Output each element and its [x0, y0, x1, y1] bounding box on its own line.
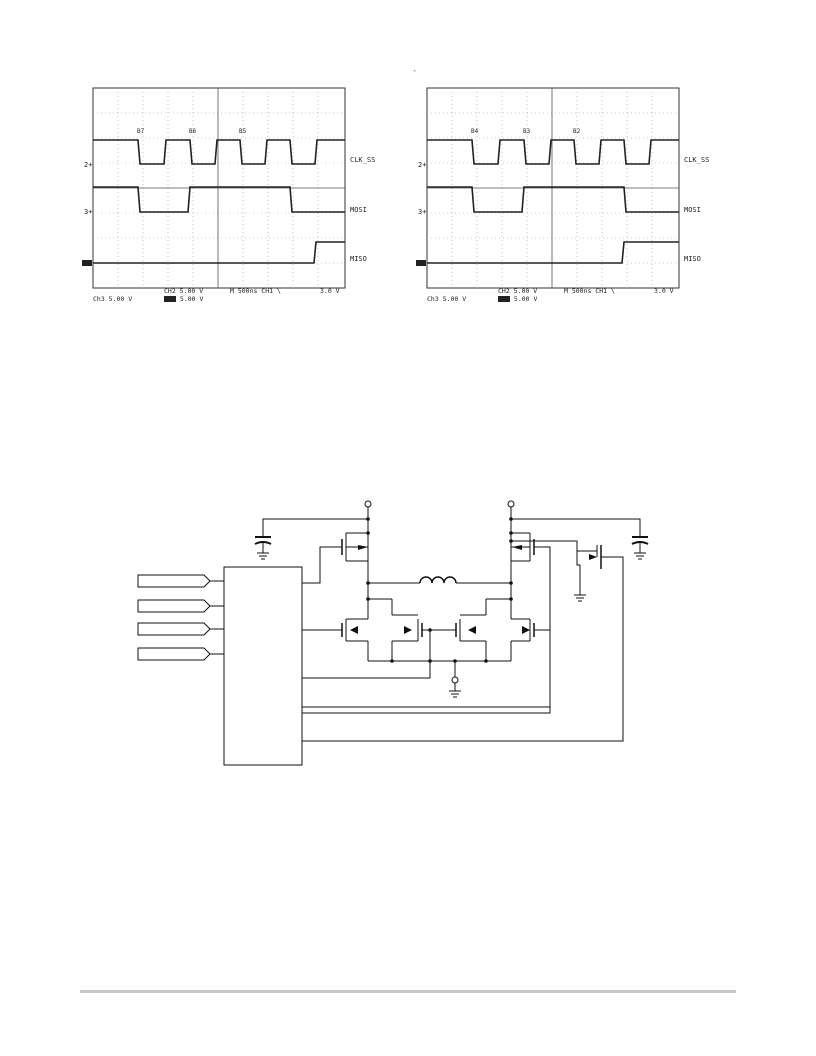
- channel-2-marker: 2+: [84, 161, 93, 169]
- scope-screen-right: [426, 87, 680, 289]
- scope-screen-left: [92, 87, 346, 289]
- input-arrow-3: [137, 622, 211, 636]
- footer-rule: [80, 990, 736, 993]
- bit-label: B7: [137, 128, 145, 135]
- channel-3-marker: 3+: [418, 208, 427, 216]
- input-arrow-2: [137, 599, 211, 613]
- trace-label-miso: MISO: [684, 255, 701, 263]
- status-trigger: 3.0 V: [320, 287, 340, 295]
- input-arrow-1: [137, 574, 211, 588]
- status-ch2: CH2 5.00 V: [498, 287, 538, 295]
- h-bridge-schematic: [137, 500, 649, 766]
- status-ch4-value: 5.00 V: [179, 295, 204, 303]
- input-arrow-4: [137, 647, 211, 661]
- bit-label: B2: [573, 128, 581, 135]
- trace-miso-right: [427, 241, 679, 264]
- status-ch3: Ch3 5.00 V: [93, 295, 133, 303]
- trace-miso-left: [93, 241, 345, 264]
- supply-terminal-left: [364, 500, 372, 508]
- status-trigger: 3.0 V: [654, 287, 674, 295]
- status-ch2: CH2 5.00 V: [164, 287, 204, 295]
- bit-label: B4: [471, 128, 479, 135]
- channel-4-ground-marker: [82, 260, 92, 266]
- trace-label-miso: MISO: [350, 255, 367, 263]
- trace-mosi-right: [427, 186, 679, 213]
- channel-3-marker: 3+: [84, 208, 93, 216]
- status-ch3: Ch3 5.00 V: [427, 295, 467, 303]
- channel-4-ground-marker: [416, 260, 426, 266]
- stray-mark: ": [413, 70, 417, 76]
- trace-label-mosi: MOSI: [350, 206, 367, 214]
- oscilloscope-capture-left: B7 B6 B5 2+ 3+ CLK_SS MOSI MISO CH2 5.00…: [82, 80, 388, 306]
- status-time: M 500ns CH1 \: [564, 287, 615, 295]
- channel-2-marker: 2+: [418, 161, 427, 169]
- status-ch4: 5.00 V: [164, 296, 203, 303]
- trace-label-clk: CLK_SS: [684, 156, 710, 164]
- status-ch4: 5.00 V: [498, 296, 537, 303]
- status-ch4-value: 5.00 V: [513, 295, 538, 303]
- ch4-chip-icon: [164, 296, 176, 302]
- trace-mosi-left: [93, 186, 345, 213]
- ch4-chip-icon: [498, 296, 510, 302]
- trace-clk-right: [427, 139, 679, 165]
- trace-label-clk: CLK_SS: [350, 156, 376, 164]
- bit-label: B6: [189, 128, 197, 135]
- oscilloscope-capture-right: B4 B3 B2 2+ 3+ CLK_SS MOSI MISO CH2 5.00…: [416, 80, 722, 306]
- bit-label: B3: [523, 128, 531, 135]
- trace-clk-left: [93, 139, 345, 165]
- supply-terminal-right: [507, 500, 515, 508]
- bit-label: B5: [239, 128, 247, 135]
- trace-label-mosi: MOSI: [684, 206, 701, 214]
- status-time: M 500ns CH1 \: [230, 287, 281, 295]
- controller-block: [223, 566, 303, 766]
